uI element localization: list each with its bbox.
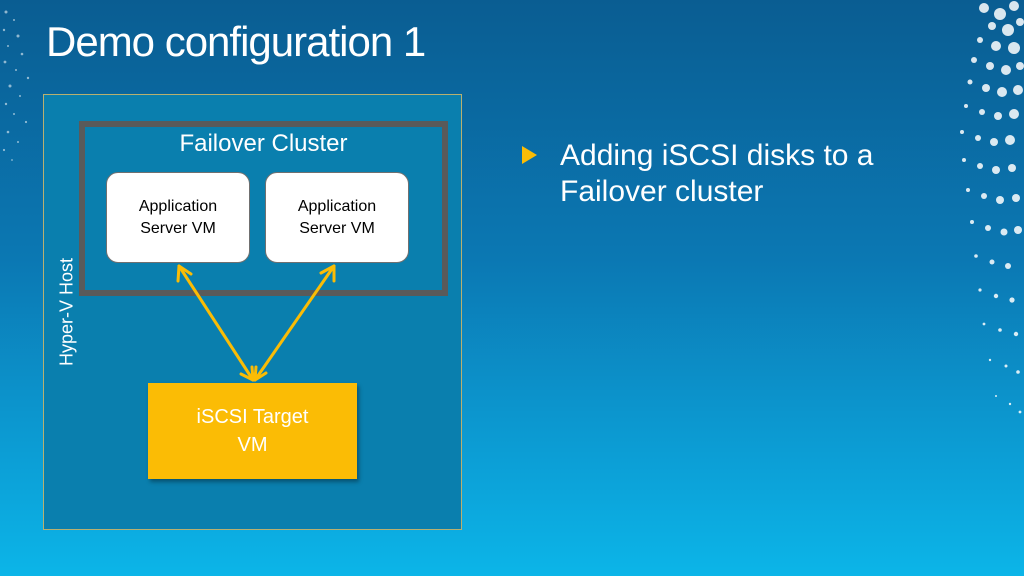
right-dot-pattern: [960, 1, 1024, 414]
application-server-vm-2: Application Server VM: [265, 172, 409, 263]
hyper-v-host-label: Hyper-V Host: [56, 257, 77, 367]
bullet-triangle-icon: [522, 146, 537, 164]
bullet-item: Adding iSCSI disks to a Failover cluster: [560, 139, 874, 208]
iscsi-target-vm: iSCSI Target VM: [148, 383, 357, 479]
failover-cluster-label: Failover Cluster: [179, 130, 348, 157]
slide-title: Demo configuration 1: [46, 18, 426, 65]
iscsi-target-label: iSCSI Target VM: [196, 406, 309, 456]
vm-2-label: Application Server VM: [297, 197, 377, 237]
vm-1-label: Application Server VM: [138, 197, 218, 237]
application-server-vm-1: Application Server VM: [106, 172, 250, 263]
